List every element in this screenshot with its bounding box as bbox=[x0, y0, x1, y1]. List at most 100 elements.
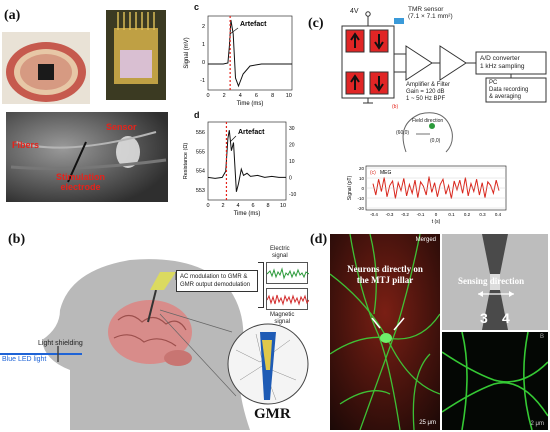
panel-c-label: (c) bbox=[308, 16, 324, 31]
plot-d-ytick-left: 555 bbox=[196, 149, 205, 155]
meg-ytick: -20 bbox=[357, 206, 364, 211]
sensor-grayscale-drawing bbox=[442, 234, 548, 330]
plot-d-xtick: 4 bbox=[236, 203, 239, 209]
electric-trace bbox=[266, 267, 310, 280]
chip-drawing bbox=[106, 10, 166, 100]
magnetic-signal-box bbox=[266, 288, 310, 310]
meg-xtick: 0.1 bbox=[448, 212, 455, 217]
panel-a-label: (a) bbox=[4, 8, 21, 23]
plot-d-series-line bbox=[207, 130, 286, 192]
supply-voltage: 4V bbox=[350, 8, 359, 15]
meg-xtick: -0.4 bbox=[370, 212, 378, 217]
panel-d-label: (d) bbox=[310, 232, 328, 247]
scale-bar-2: 2 μm bbox=[530, 421, 544, 427]
signal-bracket bbox=[258, 262, 264, 308]
num-3: 3 bbox=[480, 310, 488, 326]
plot-c-frame bbox=[207, 15, 293, 91]
head-sketch-drawing bbox=[402, 112, 453, 153]
plot-d-xtick: 2 bbox=[221, 203, 224, 209]
plot-c-xtick: 6 bbox=[255, 93, 258, 99]
plot-c-xtick: 0 bbox=[206, 93, 209, 99]
num-4: 4 bbox=[502, 310, 510, 326]
panel-b-label: (b) bbox=[8, 232, 26, 247]
plot-c-ylabel: Signal (mV) bbox=[184, 37, 190, 68]
plot-d-ytick-right: 10 bbox=[289, 159, 295, 165]
plot-d-xtick: 0 bbox=[206, 203, 209, 209]
head-coord-1: (60,0) bbox=[396, 130, 410, 136]
meg-xtick: 0 bbox=[435, 212, 438, 217]
stimulation-electrode-label: Stimulation electrode bbox=[56, 172, 105, 192]
implant-drawing bbox=[6, 42, 86, 102]
plot-d-ytick-left: 556 bbox=[196, 130, 205, 136]
meg-xtick: 0.4 bbox=[495, 212, 502, 217]
head-coord-2: (0,0) bbox=[430, 138, 441, 144]
neurons-caption: Neurons directly on the MTJ pillar bbox=[347, 264, 423, 285]
chip-photo bbox=[106, 10, 166, 100]
meg-xtick: -0.2 bbox=[401, 212, 409, 217]
head-illustration: Light shielding Blue LED light GMR bbox=[0, 250, 320, 430]
plot-d-ytick-right: -10 bbox=[289, 192, 296, 198]
plot-d-tag: d bbox=[194, 110, 200, 120]
neurons-green-image: B 2 μm bbox=[442, 332, 548, 430]
microscope-photo: Fibers Sensor Stimulation electrode bbox=[6, 112, 168, 202]
plot-c-xtick: 2 bbox=[223, 93, 226, 99]
head-sketch: (b) Field direction (60,0) (0,0) bbox=[386, 104, 466, 156]
plot-d-annotation: Artefact bbox=[238, 129, 265, 136]
electric-signal-box bbox=[266, 262, 310, 284]
meg-xtick: -0.3 bbox=[386, 212, 394, 217]
blue-led-text: Blue LED light bbox=[2, 356, 47, 363]
sensor-grayscale-image: Sensing direction 3 4 bbox=[442, 234, 548, 330]
tmr-circuit-drawing bbox=[341, 11, 547, 104]
plot-c-xtick: 8 bbox=[271, 93, 274, 99]
magnetic-signal-text: Magnetic signal bbox=[270, 312, 295, 325]
tmr-circuit: 4V TMR sensor (7.1 × 7.1 mm²) Amplifier … bbox=[336, 4, 548, 104]
meg-ytick: -10 bbox=[357, 196, 364, 201]
meg-tag: (c) bbox=[370, 170, 376, 176]
plot-c-ytick: -1 bbox=[200, 78, 205, 84]
meg-ytick: 10 bbox=[359, 176, 365, 181]
plot-d-ytick-right: 30 bbox=[289, 126, 295, 132]
plot-c-tag: c bbox=[194, 2, 200, 12]
head-subpanel-tag: (b) bbox=[392, 104, 399, 110]
plot-c-xlabel: Time (ms) bbox=[237, 101, 264, 107]
plot-d-xtick: 6 bbox=[251, 203, 254, 209]
plot-d-ytick-right: 0 bbox=[289, 176, 292, 182]
fibers-label: Fibers bbox=[12, 140, 40, 150]
amplifier-text: Amplifier & Filter Gain = 120 dB 1 ~ 50 … bbox=[406, 82, 451, 102]
meg-label: MEG bbox=[380, 170, 392, 176]
electric-signal-text: Electric signal bbox=[270, 246, 290, 259]
head-illustration-drawing bbox=[0, 259, 309, 430]
adc-text: A/D converter 1 kHz sampling bbox=[480, 55, 525, 70]
corner-letter: B bbox=[539, 334, 544, 340]
magnetic-trace bbox=[266, 294, 310, 306]
plot-d-xlabel: Time (ms) bbox=[234, 211, 261, 217]
meg-ytick: 0 bbox=[361, 186, 364, 191]
sensing-direction-label: Sensing direction bbox=[458, 276, 525, 286]
plot-d-frame bbox=[207, 121, 287, 201]
neurons-green-drawing bbox=[442, 332, 548, 430]
plot-c-ytick: 2 bbox=[202, 24, 205, 30]
modulation-box: AC modulation to GMR & GMR output demodu… bbox=[176, 270, 258, 292]
pc-text: PC Data recording & averaging bbox=[489, 80, 529, 100]
plot-d-ytick-left: 553 bbox=[196, 188, 205, 194]
plot-c-xtick: 10 bbox=[286, 93, 292, 99]
plot-d-ytick-left: 554 bbox=[196, 169, 205, 175]
implant-photo bbox=[2, 32, 90, 104]
plot-d-xtick: 8 bbox=[266, 203, 269, 209]
neurons-merged-image: Merged Neurons directly on the MTJ pilla… bbox=[330, 234, 440, 430]
field-direction-text: Field direction bbox=[412, 118, 444, 124]
plot-c-annotation: Artefact bbox=[240, 21, 267, 28]
tmr-bridge bbox=[345, 29, 389, 95]
meg-xtick: -0.1 bbox=[417, 212, 425, 217]
light-shielding-text: Light shielding bbox=[38, 340, 83, 347]
plot-c-xtick: 4 bbox=[239, 93, 242, 99]
meg-ylabel: Signal (pT) bbox=[347, 175, 353, 200]
modulation-text: AC modulation to GMR & GMR output demodu… bbox=[180, 274, 251, 288]
merged-label: Merged bbox=[415, 237, 436, 243]
